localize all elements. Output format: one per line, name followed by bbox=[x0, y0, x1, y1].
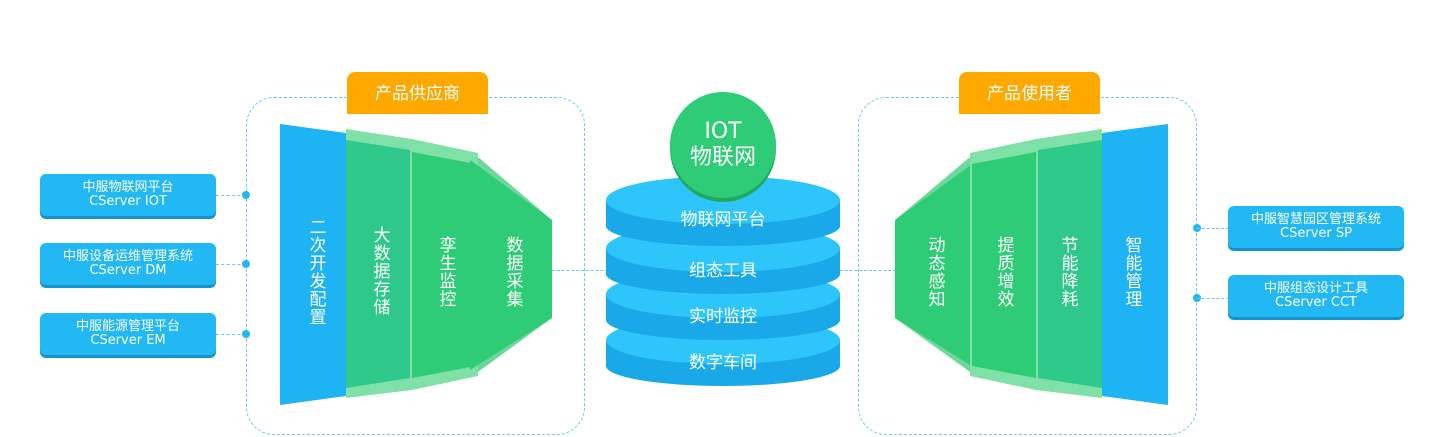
user-layer-4-label: 智能管理 bbox=[1121, 236, 1142, 308]
user-layer-1-shape bbox=[895, 160, 978, 370]
product-code: CServer CCT bbox=[1275, 295, 1357, 310]
connector-right-center bbox=[840, 270, 896, 271]
product-name: 中服设备运维管理系统 bbox=[62, 249, 193, 264]
connector-sp bbox=[1197, 228, 1229, 229]
user-layer-2-shape bbox=[972, 152, 1036, 378]
supplier-layer-1-label: 二次开发配置 bbox=[305, 218, 326, 326]
product-cserver-iot[interactable]: 中服物联网平台 CServer IOT bbox=[40, 174, 216, 216]
product-cserver-dm[interactable]: 中服设备运维管理系统 CServer DM bbox=[40, 243, 216, 285]
iot-title: IOT bbox=[704, 119, 742, 144]
connector-dot bbox=[242, 260, 250, 268]
product-cserver-cct[interactable]: 中服组态设计工具 CServer CCT bbox=[1228, 275, 1404, 317]
product-cserver-sp[interactable]: 中服智慧园区管理系统 CServer SP bbox=[1228, 206, 1404, 248]
supplier-layer-4-shape bbox=[470, 160, 552, 370]
connector-dot bbox=[242, 191, 250, 199]
platform-label-4: 数字车间 bbox=[689, 353, 757, 373]
connector-left-center bbox=[552, 270, 608, 271]
product-name: 中服组态设计工具 bbox=[1263, 281, 1368, 296]
connector-iot bbox=[216, 195, 246, 196]
product-code: CServer IOT bbox=[89, 194, 167, 209]
supplier-layer-3-shape bbox=[412, 152, 476, 378]
connector-cct bbox=[1197, 298, 1229, 299]
connector-dot bbox=[242, 330, 250, 338]
user-layer-4-shape bbox=[1102, 124, 1168, 405]
iot-subtitle: 物联网 bbox=[689, 145, 756, 170]
platform-label-3: 实时监控 bbox=[689, 307, 757, 327]
product-code: CServer EM bbox=[90, 333, 166, 348]
supplier-layer-3-label: 孪生监控 bbox=[435, 236, 456, 308]
user-layer-1-label: 动态感知 bbox=[924, 236, 945, 308]
user-layer-3-shape bbox=[1038, 140, 1102, 388]
product-name: 中服物联网平台 bbox=[82, 180, 174, 195]
supplier-layer-4-label: 数据采集 bbox=[502, 236, 523, 308]
connector-dm bbox=[216, 264, 246, 265]
product-cserver-em[interactable]: 中服能源管理平台 CServer EM bbox=[40, 313, 216, 355]
supplier-layer-2-shape bbox=[346, 140, 410, 388]
supplier-layer-2-label: 大数据存储 bbox=[369, 226, 390, 316]
platform-label-2: 组态工具 bbox=[689, 261, 757, 281]
product-code: CServer SP bbox=[1280, 226, 1352, 241]
supplier-layer-1-shape bbox=[280, 124, 346, 405]
product-name: 中服智慧园区管理系统 bbox=[1250, 212, 1381, 227]
product-name: 中服能源管理平台 bbox=[75, 319, 180, 334]
user-layer-3-label: 节能降耗 bbox=[1057, 236, 1078, 308]
disk-1-shape bbox=[606, 176, 840, 246]
user-layer-2-label: 提质增效 bbox=[993, 236, 1014, 308]
product-code: CServer DM bbox=[89, 263, 167, 278]
connector-em bbox=[216, 334, 246, 335]
iot-badge: IOT 物联网 bbox=[670, 92, 776, 198]
user-title: 产品使用者 bbox=[959, 72, 1100, 114]
supplier-title: 产品供应商 bbox=[347, 72, 488, 114]
platform-label-1: 物联网平台 bbox=[680, 210, 766, 230]
